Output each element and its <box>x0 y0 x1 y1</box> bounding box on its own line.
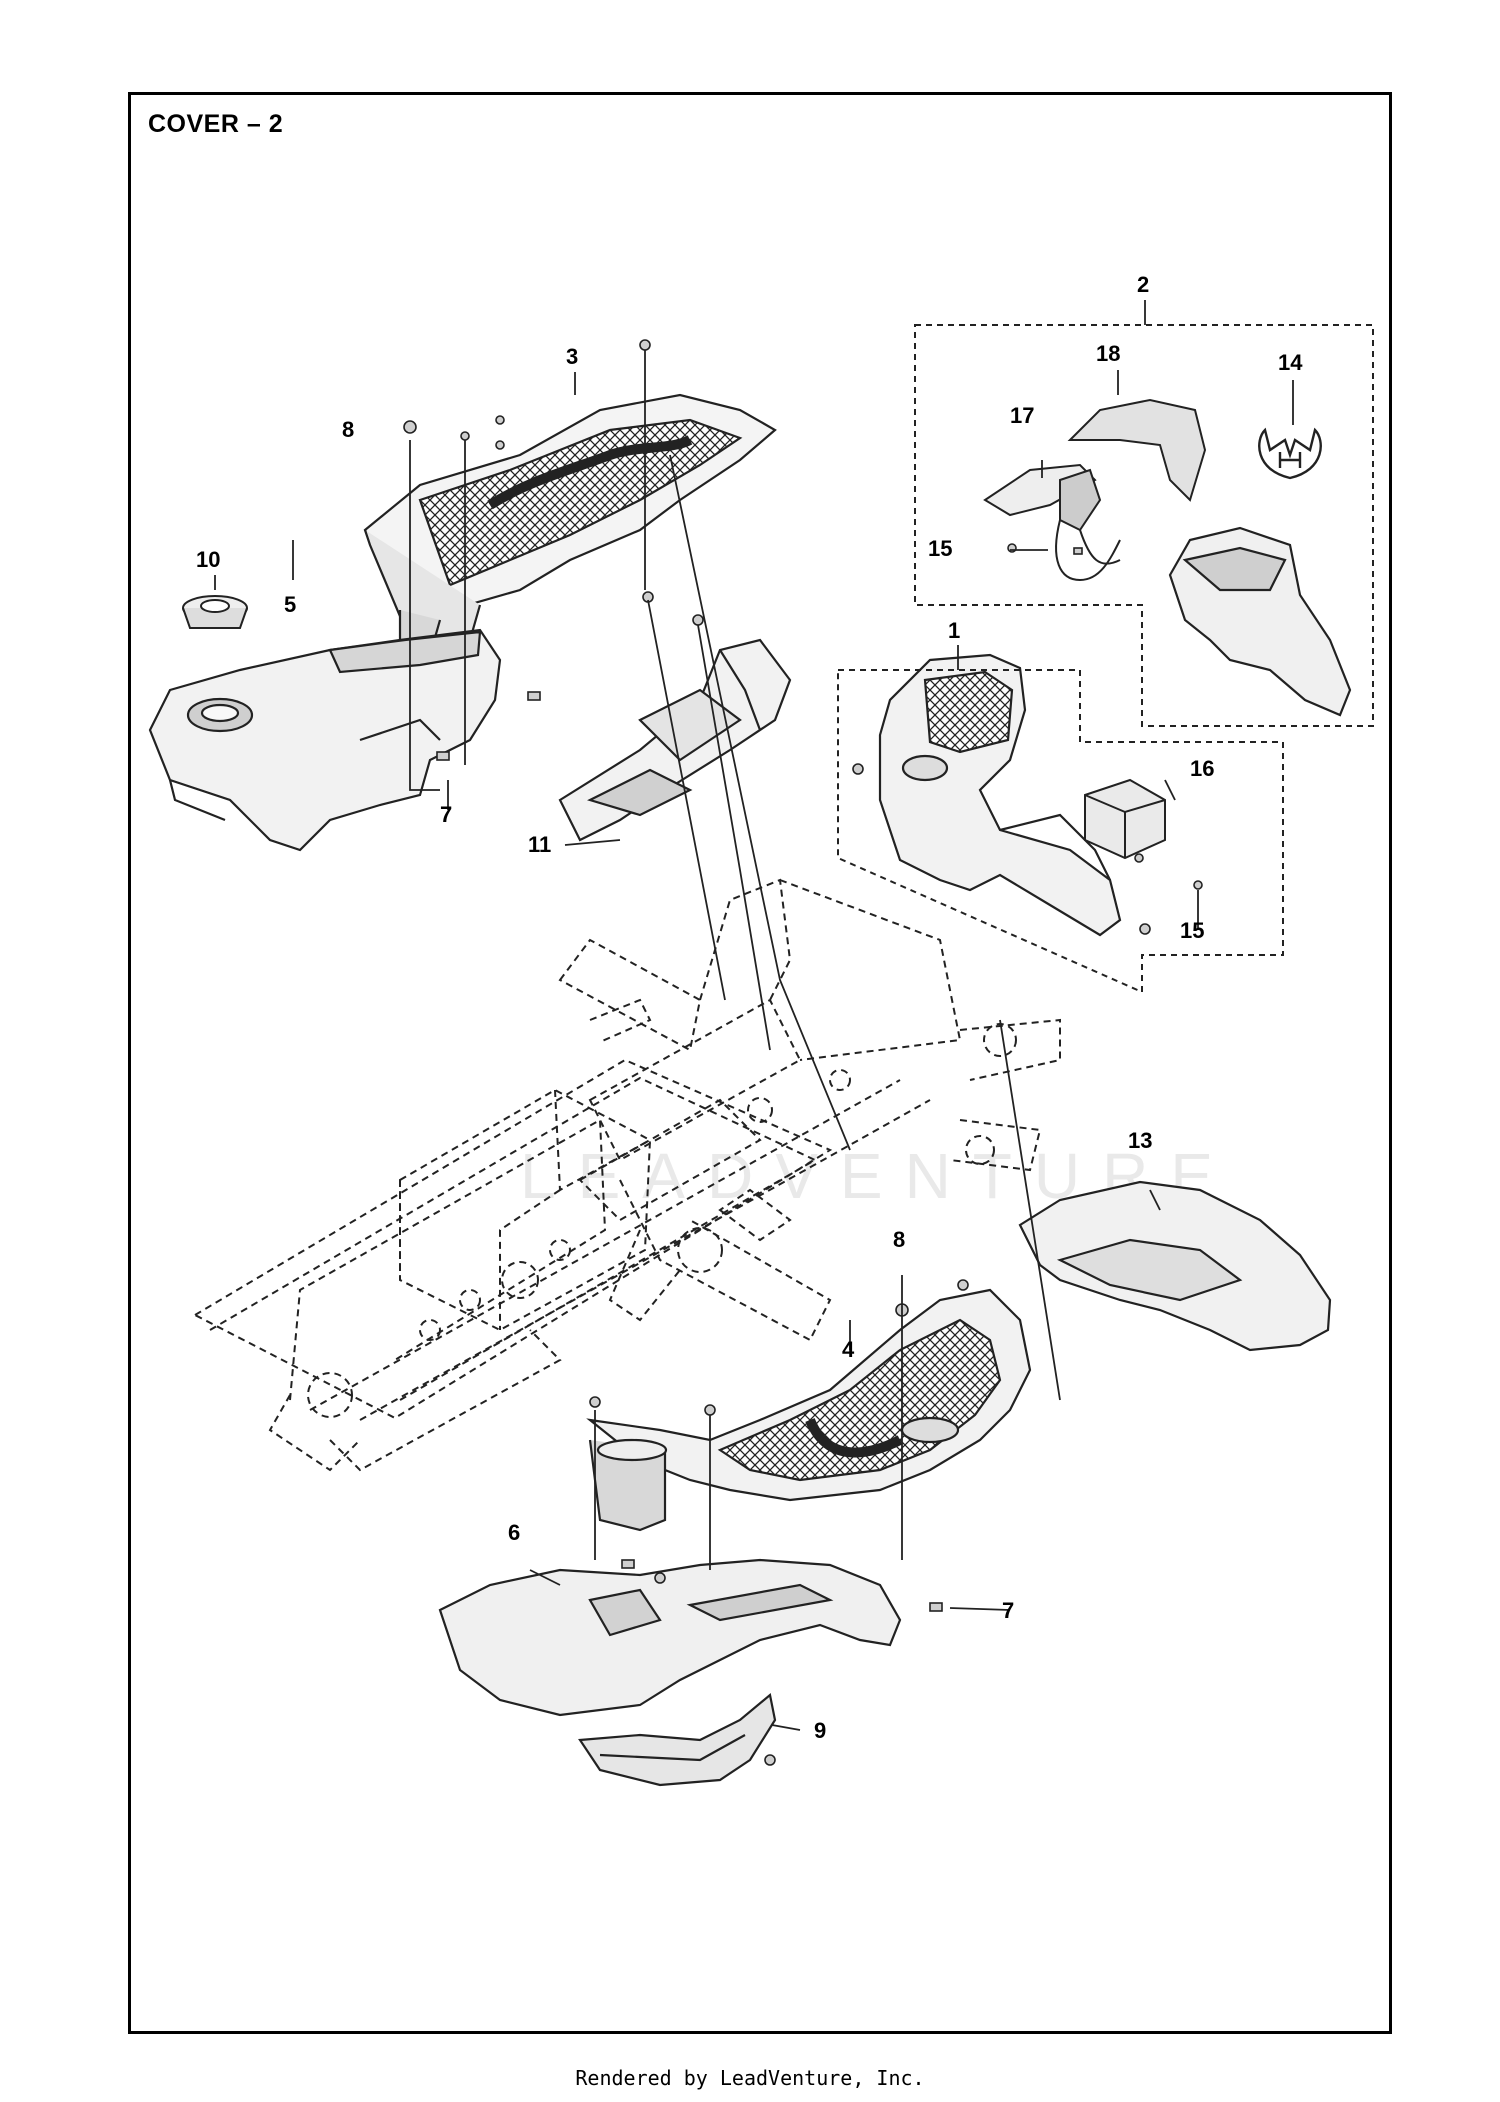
part-6-lower-side-cover <box>438 1558 902 1717</box>
part-9-lower-trim <box>578 1692 777 1787</box>
callout-label: 9 <box>814 1718 826 1743</box>
callout-label: 7 <box>440 802 452 827</box>
part-10-cap <box>182 595 248 629</box>
callout-label: 15 <box>1180 918 1204 943</box>
callout-label: 15 <box>928 536 952 561</box>
callout-label: 7 <box>1002 1598 1014 1623</box>
part-5-left-side-cover <box>148 628 502 852</box>
part-17-switch-harness <box>983 463 1121 582</box>
callout-label: 6 <box>508 1520 520 1545</box>
diagram-frame <box>128 92 1392 2034</box>
part-1-dashboard-console <box>878 653 1122 937</box>
callout-label: 2 <box>1137 272 1149 297</box>
callout-label: 14 <box>1278 350 1303 375</box>
leader-lines <box>214 300 1294 1731</box>
hardware-fasteners <box>403 339 1203 1766</box>
assembly-group-outlines <box>837 324 1374 994</box>
callout-label: 16 <box>1190 756 1214 781</box>
footer-credit: Rendered by LeadVenture, Inc. <box>575 2066 925 2090</box>
chassis-frame <box>192 878 1061 1472</box>
callout-label: 18 <box>1096 341 1120 366</box>
part-16-control-module <box>1084 778 1166 860</box>
callout-label: 13 <box>1128 1128 1152 1153</box>
callout-numbers: 1 2 3 4 5 6 7 7 8 8 9 10 11 13 14 15 15 … <box>196 272 1303 1743</box>
callout-label: 8 <box>342 417 354 442</box>
callout-label: 11 <box>528 832 551 857</box>
callout-label: 5 <box>284 592 296 617</box>
callout-label: 3 <box>566 344 578 369</box>
part-18-console-cover <box>1067 398 1207 502</box>
callout-label: 1 <box>948 618 960 643</box>
callout-label: 8 <box>893 1227 905 1252</box>
callout-label: 10 <box>196 547 220 572</box>
callout-label: 17 <box>1010 403 1034 428</box>
part-13-front-hood <box>1018 1180 1332 1352</box>
callout-label: 4 <box>842 1337 855 1362</box>
part-2-console-assembly <box>1168 526 1352 717</box>
page-title: COVER – 2 <box>148 110 284 138</box>
part-14-brand-logo <box>1258 427 1322 480</box>
part-3-rear-fender-cover <box>363 393 777 657</box>
part-4-front-floor-panel <box>586 1288 1032 1532</box>
